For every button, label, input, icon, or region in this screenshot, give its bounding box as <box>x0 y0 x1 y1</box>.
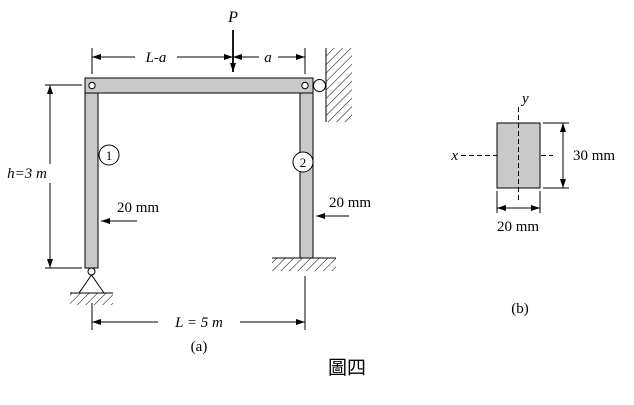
member-2-badge <box>292 151 314 173</box>
pin-support-triangle <box>78 274 105 294</box>
dim-label-mask <box>135 48 177 65</box>
wall-hatching <box>326 48 352 122</box>
beam-member <box>84 77 314 94</box>
fixed-support-hatching <box>272 258 336 271</box>
figure-caption: 圖四 <box>328 358 366 379</box>
section-height-label: 30 mm <box>573 148 615 164</box>
column-2-width-label: 20 mm <box>329 195 371 211</box>
load-label: P <box>227 9 238 26</box>
dim-label-a: a <box>264 50 272 66</box>
pin-joint-left-icon <box>88 81 96 90</box>
dim-label-L-minus-a: L-a <box>145 50 167 66</box>
y-axis-label: y <box>520 91 529 107</box>
dim-label-mask <box>259 48 278 65</box>
dim-label-mask <box>158 313 240 330</box>
column-1-member <box>84 92 99 269</box>
column-2-member <box>299 92 314 259</box>
dim-label-mask <box>4 164 51 183</box>
part-b-label: (b) <box>511 301 529 317</box>
column-1-width-label: 20 mm <box>117 200 159 216</box>
height-label: h=3 m <box>7 166 47 182</box>
section-diagram: y x 30 mm 20 mm (b) <box>450 91 615 317</box>
frame-diagram: P L-a a h=3 m 1 2 20 mm 20 mm <box>4 9 371 355</box>
pin-support-circle <box>87 267 96 276</box>
pin-support-hatching <box>70 293 113 305</box>
member-1-badge <box>98 144 120 166</box>
part-a-label: (a) <box>191 339 208 355</box>
span-label: L = 5 m <box>174 315 223 331</box>
x-axis-label: x <box>450 148 458 164</box>
roller-support-icon <box>313 79 326 92</box>
member-2-number: 2 <box>300 155 307 170</box>
member-1-number: 1 <box>106 148 113 163</box>
pin-joint-right-icon <box>301 81 309 90</box>
section-width-label: 20 mm <box>497 219 539 235</box>
